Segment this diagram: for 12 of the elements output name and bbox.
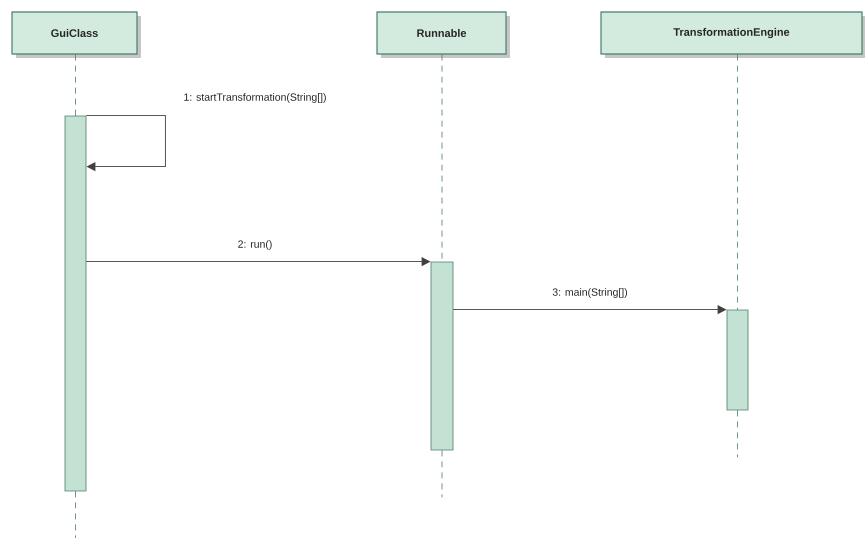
self-message-arrow — [86, 115, 166, 172]
message-label: 1: startTransformation(String[]) — [184, 93, 326, 103]
lifeline — [75, 54, 76, 116]
lifeline-header: GuiClass — [11, 11, 141, 58]
lifeline-header: Runnable — [376, 11, 510, 58]
lifeline-header: TransformationEngine — [600, 11, 865, 58]
lifeline — [737, 54, 738, 310]
message-label: 2: run() — [238, 240, 272, 250]
activation-bar — [430, 262, 454, 450]
activation-bar — [64, 116, 86, 492]
message-label: 3: main(String[]) — [552, 288, 628, 298]
activation-bar — [726, 310, 748, 410]
